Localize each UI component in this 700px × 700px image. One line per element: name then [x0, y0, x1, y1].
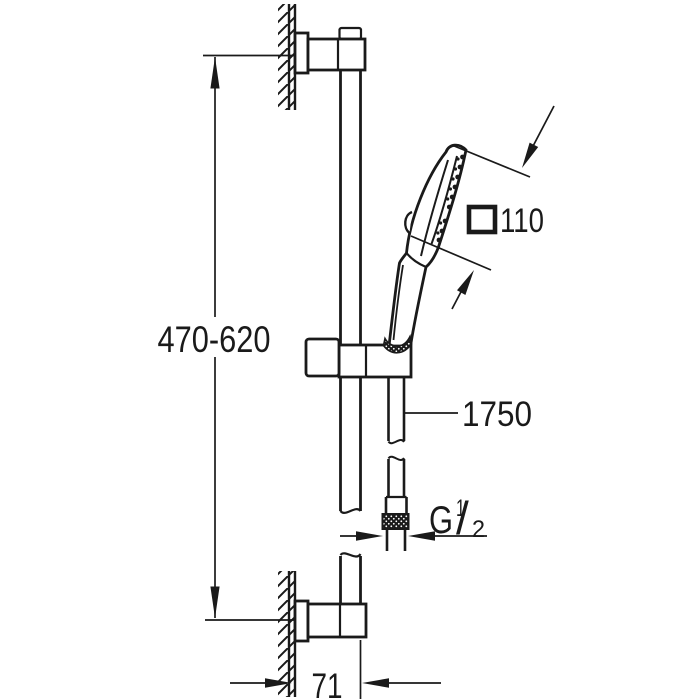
dimension-annotations [203, 54, 555, 699]
dimension-thread [340, 531, 487, 541]
arrowhead-to-rail [362, 678, 389, 688]
bottom-bracket-arm [306, 602, 368, 639]
arrowhead-down [210, 586, 220, 618]
rail-top-cap [338, 26, 363, 41]
wall-hatching-top [278, 4, 296, 110]
hand-shower [382, 143, 468, 354]
mode-button [404, 210, 413, 234]
slide-rail [339, 70, 362, 604]
arrowhead-left [408, 531, 435, 541]
wall-section-top [278, 4, 297, 110]
bottom-wall-bracket [293, 599, 368, 643]
dimension-wall-distance [230, 640, 441, 699]
wall-section-bottom [278, 571, 297, 697]
arrowhead-to-back [457, 270, 474, 295]
thread-letter-label: G [429, 499, 453, 542]
rail-break-lower [339, 552, 362, 558]
hose-length-label: 1750 [462, 395, 532, 434]
top-bracket-arm [306, 37, 367, 72]
top-wall-bracket [293, 26, 367, 75]
top-bracket-flange [293, 31, 310, 75]
rail-height-label: 470-620 [158, 319, 271, 360]
hose-break-lower [387, 455, 405, 461]
arrowhead-up [210, 57, 220, 89]
arrowhead-to-wall [265, 678, 292, 688]
thread-fraction-slash: / [456, 492, 469, 544]
thread-denominator-label: 2 [472, 516, 485, 543]
shower-hose [381, 377, 410, 551]
square-dimension-icon [466, 204, 498, 235]
rail-break-upper [339, 508, 362, 514]
head-size-label: 110 [500, 202, 544, 240]
hand-shower-outline [387, 143, 468, 348]
spray-nozzles [436, 154, 465, 243]
holder-knob [304, 337, 341, 378]
thread-numerator-label: 1 [456, 495, 465, 522]
dimension-head-size [410, 105, 555, 310]
dimension-rail-height [203, 54, 294, 621]
arrowhead-to-face [522, 142, 539, 168]
bottom-bracket-flange [293, 599, 310, 643]
wall-distance-label: 71 [312, 667, 343, 700]
arrowhead-right [356, 531, 383, 541]
hose-break-upper [387, 439, 405, 445]
handle-end-knurl [382, 334, 413, 354]
wall-hatching-bottom [278, 571, 296, 697]
hose-connection-nut [381, 513, 410, 530]
